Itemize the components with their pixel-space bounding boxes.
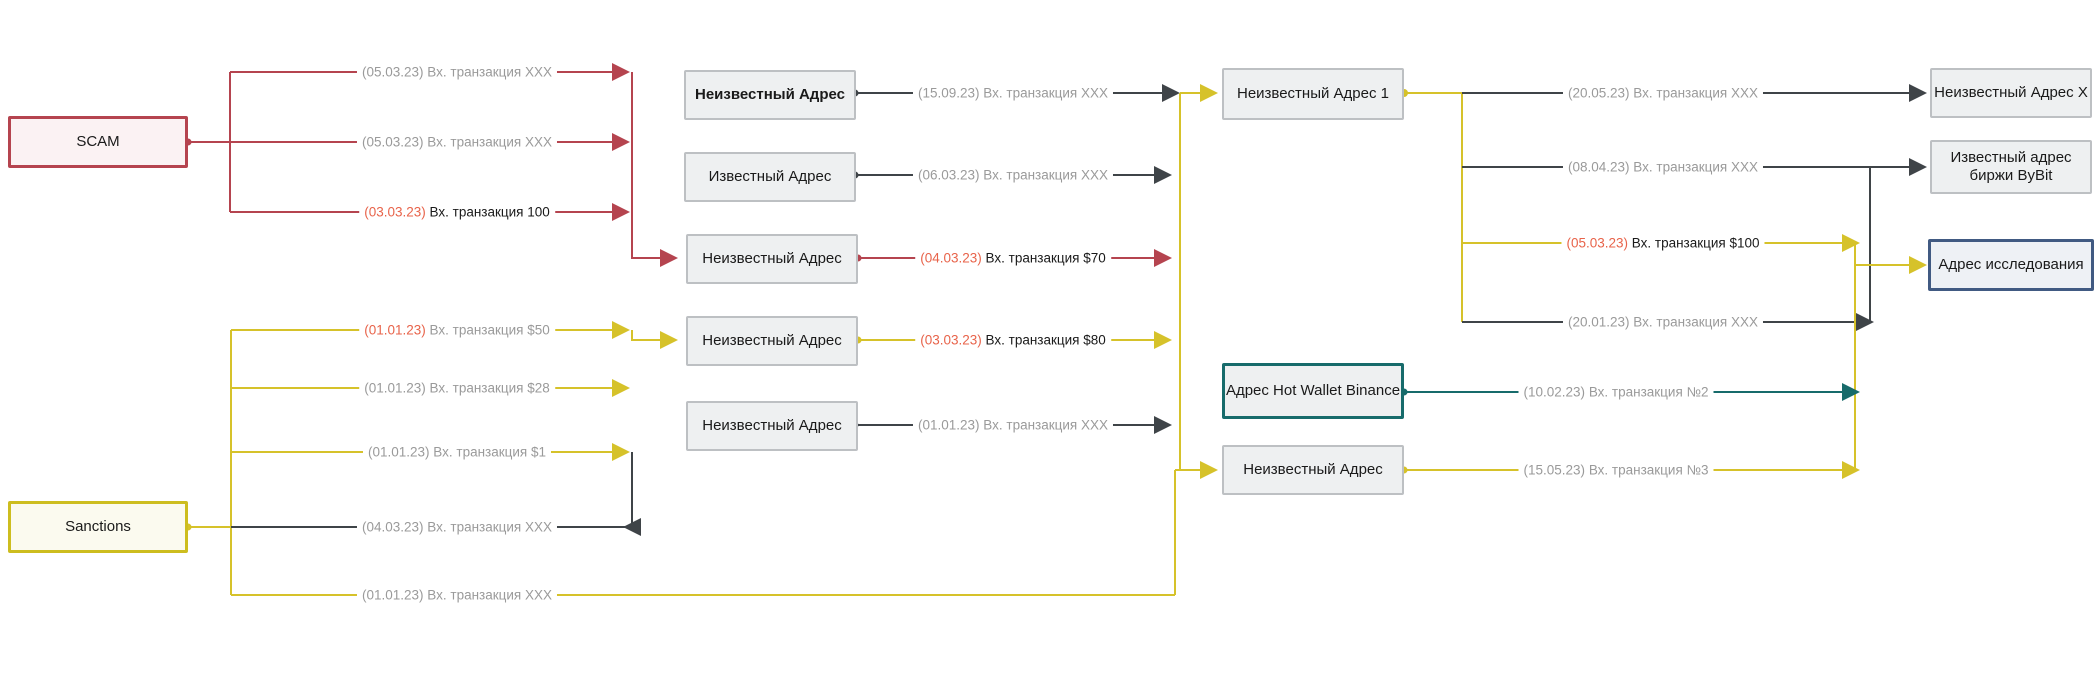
node-research-address[interactable]: Адрес исследования bbox=[1928, 239, 2094, 291]
edge-text: Вх. транзакция XXX bbox=[983, 417, 1109, 433]
edge-label-e3: (03.03.23) Вх. транзакция 100 bbox=[359, 204, 555, 220]
edge-date: (04.03.23) bbox=[361, 519, 424, 535]
edge-date: (03.03.23) bbox=[364, 204, 426, 220]
edge-label-e8: (01.01.23) Вх. транзакция XXX bbox=[356, 587, 558, 603]
edge-date: (04.03.23) bbox=[920, 250, 982, 266]
node-bybit-exchange[interactable]: Известный адрес биржи ByBit bbox=[1930, 140, 2092, 194]
edge-text: Вх. транзакция XXX bbox=[983, 85, 1109, 101]
edge-text: Вх. транзакция XXX bbox=[427, 134, 553, 150]
edge-label-e14: (20.05.23) Вх. транзакция XXX bbox=[1562, 85, 1764, 101]
node-sanctions[interactable]: Sanctions bbox=[8, 501, 188, 553]
edge-text: Вх. транзакция XXX bbox=[427, 519, 553, 535]
node-label: Известный адрес биржи ByBit bbox=[1950, 149, 2072, 184]
node-unknown-address-bottom[interactable]: Неизвестный Адрес bbox=[1222, 445, 1404, 495]
edge-text: Вх. транзакция XXX bbox=[1633, 85, 1759, 101]
edge-label-e17: (20.01.23) Вх. транзакция XXX bbox=[1562, 314, 1764, 330]
edge-text: Вх. транзакция XXX bbox=[1633, 314, 1759, 330]
edge-date: (15.05.23) bbox=[1523, 462, 1586, 478]
edge-label-e6: (01.01.23) Вх. транзакция $1 bbox=[362, 444, 552, 460]
edge-date: (01.01.23) bbox=[364, 322, 426, 338]
edge-date: (01.01.23) bbox=[367, 444, 430, 460]
edge-label-e2: (05.03.23) Вх. транзакция XXX bbox=[356, 134, 558, 150]
node-label: Неизвестный Адрес bbox=[702, 332, 842, 349]
edge-date: (20.01.23) bbox=[1567, 314, 1630, 330]
edge-text: Вх. транзакция XXX bbox=[1633, 159, 1759, 175]
edge-date: (06.03.23) bbox=[917, 167, 980, 183]
edge-date: (08.04.23) bbox=[1567, 159, 1630, 175]
edge-label-e1: (05.03.23) Вх. транзакция XXX bbox=[356, 64, 558, 80]
edge-text: Вх. транзакция $80 bbox=[985, 332, 1106, 348]
node-label: Неизвестный Адрес bbox=[1243, 461, 1383, 478]
edge-text: Вх. транзакция 100 bbox=[429, 204, 550, 220]
edge-text: Вх. транзакция $28 bbox=[429, 380, 550, 396]
node-label: Известный Адрес bbox=[708, 168, 832, 185]
edge-date: (20.05.23) bbox=[1567, 85, 1630, 101]
edge-label-e11: (04.03.23) Вх. транзакция $70 bbox=[915, 250, 1111, 266]
edge-date: (05.03.23) bbox=[1566, 235, 1629, 251]
edge-label-e15: (08.04.23) Вх. транзакция XXX bbox=[1562, 159, 1764, 175]
edge-text: Вх. транзакция $50 bbox=[429, 322, 550, 338]
node-mid-known[interactable]: Известный Адрес bbox=[684, 152, 856, 202]
node-scam[interactable]: SCAM bbox=[8, 116, 188, 168]
node-label: Неизвестный Адрес 1 bbox=[1236, 85, 1389, 102]
edge-label-e19: (15.05.23) Вх. транзакция №3 bbox=[1518, 462, 1714, 478]
node-label: Неизвестный Адрес X bbox=[1934, 84, 2088, 101]
edge-text: Вх. транзакция $100 bbox=[1631, 235, 1760, 251]
edge-label-e9: (15.09.23) Вх. транзакция XXX bbox=[912, 85, 1114, 101]
edge-label-e16: (05.03.23) Вх. транзакция $100 bbox=[1561, 235, 1765, 251]
edge-label-e18: (10.02.23) Вх. транзакция №2 bbox=[1518, 384, 1714, 400]
edge-label-e5: (01.01.23) Вх. транзакция $28 bbox=[359, 380, 555, 396]
node-label: SCAM bbox=[76, 133, 120, 150]
node-hub-unknown-address-1[interactable]: Неизвестный Адрес 1 bbox=[1222, 68, 1404, 120]
node-label: Адрес исследования bbox=[1938, 256, 2084, 273]
edge-date: (05.03.23) bbox=[361, 64, 424, 80]
edge-text: Вх. транзакция XXX bbox=[427, 64, 553, 80]
node-label: Адрес Hot Wallet Binance bbox=[1225, 382, 1401, 399]
node-label: Неизвестный Адрес bbox=[702, 250, 842, 267]
node-mid-unknown-4[interactable]: Неизвестный Адрес bbox=[686, 401, 858, 451]
edge-date: (05.03.23) bbox=[361, 134, 424, 150]
node-mid-unknown-1[interactable]: Неизвестный Адрес bbox=[684, 70, 856, 120]
edge-text: Вх. транзакция №3 bbox=[1588, 462, 1709, 478]
edge-label-e4: (01.01.23) Вх. транзакция $50 bbox=[359, 322, 555, 338]
edge-label-e13: (01.01.23) Вх. транзакция XXX bbox=[912, 417, 1114, 433]
edge-text: Вх. транзакция $70 bbox=[985, 250, 1106, 266]
edge-date: (10.02.23) bbox=[1523, 384, 1586, 400]
node-label: Неизвестный Адрес bbox=[695, 86, 845, 103]
node-mid-unknown-3[interactable]: Неизвестный Адрес bbox=[686, 316, 858, 366]
edge-label-e10: (06.03.23) Вх. транзакция XXX bbox=[912, 167, 1114, 183]
edge-text: Вх. транзакция №2 bbox=[1588, 384, 1709, 400]
edge-text: Вх. транзакция $1 bbox=[433, 444, 547, 460]
edge-date: (01.01.23) bbox=[917, 417, 980, 433]
edge-text: Вх. транзакция XXX bbox=[983, 167, 1109, 183]
node-binance-hot-wallet[interactable]: Адрес Hot Wallet Binance bbox=[1222, 363, 1404, 419]
edge-label-e12: (03.03.23) Вх. транзакция $80 bbox=[915, 332, 1111, 348]
node-unknown-address-x[interactable]: Неизвестный Адрес X bbox=[1930, 68, 2092, 118]
edge-text: Вх. транзакция XXX bbox=[427, 587, 553, 603]
node-label: Неизвестный Адрес bbox=[702, 417, 842, 434]
edge-date: (15.09.23) bbox=[917, 85, 980, 101]
edge-label-e7: (04.03.23) Вх. транзакция XXX bbox=[356, 519, 558, 535]
node-mid-unknown-2[interactable]: Неизвестный Адрес bbox=[686, 234, 858, 284]
node-label: Sanctions bbox=[65, 518, 131, 535]
edge-date: (01.01.23) bbox=[361, 587, 424, 603]
edge-date: (03.03.23) bbox=[920, 332, 982, 348]
edge-date: (01.01.23) bbox=[364, 380, 426, 396]
